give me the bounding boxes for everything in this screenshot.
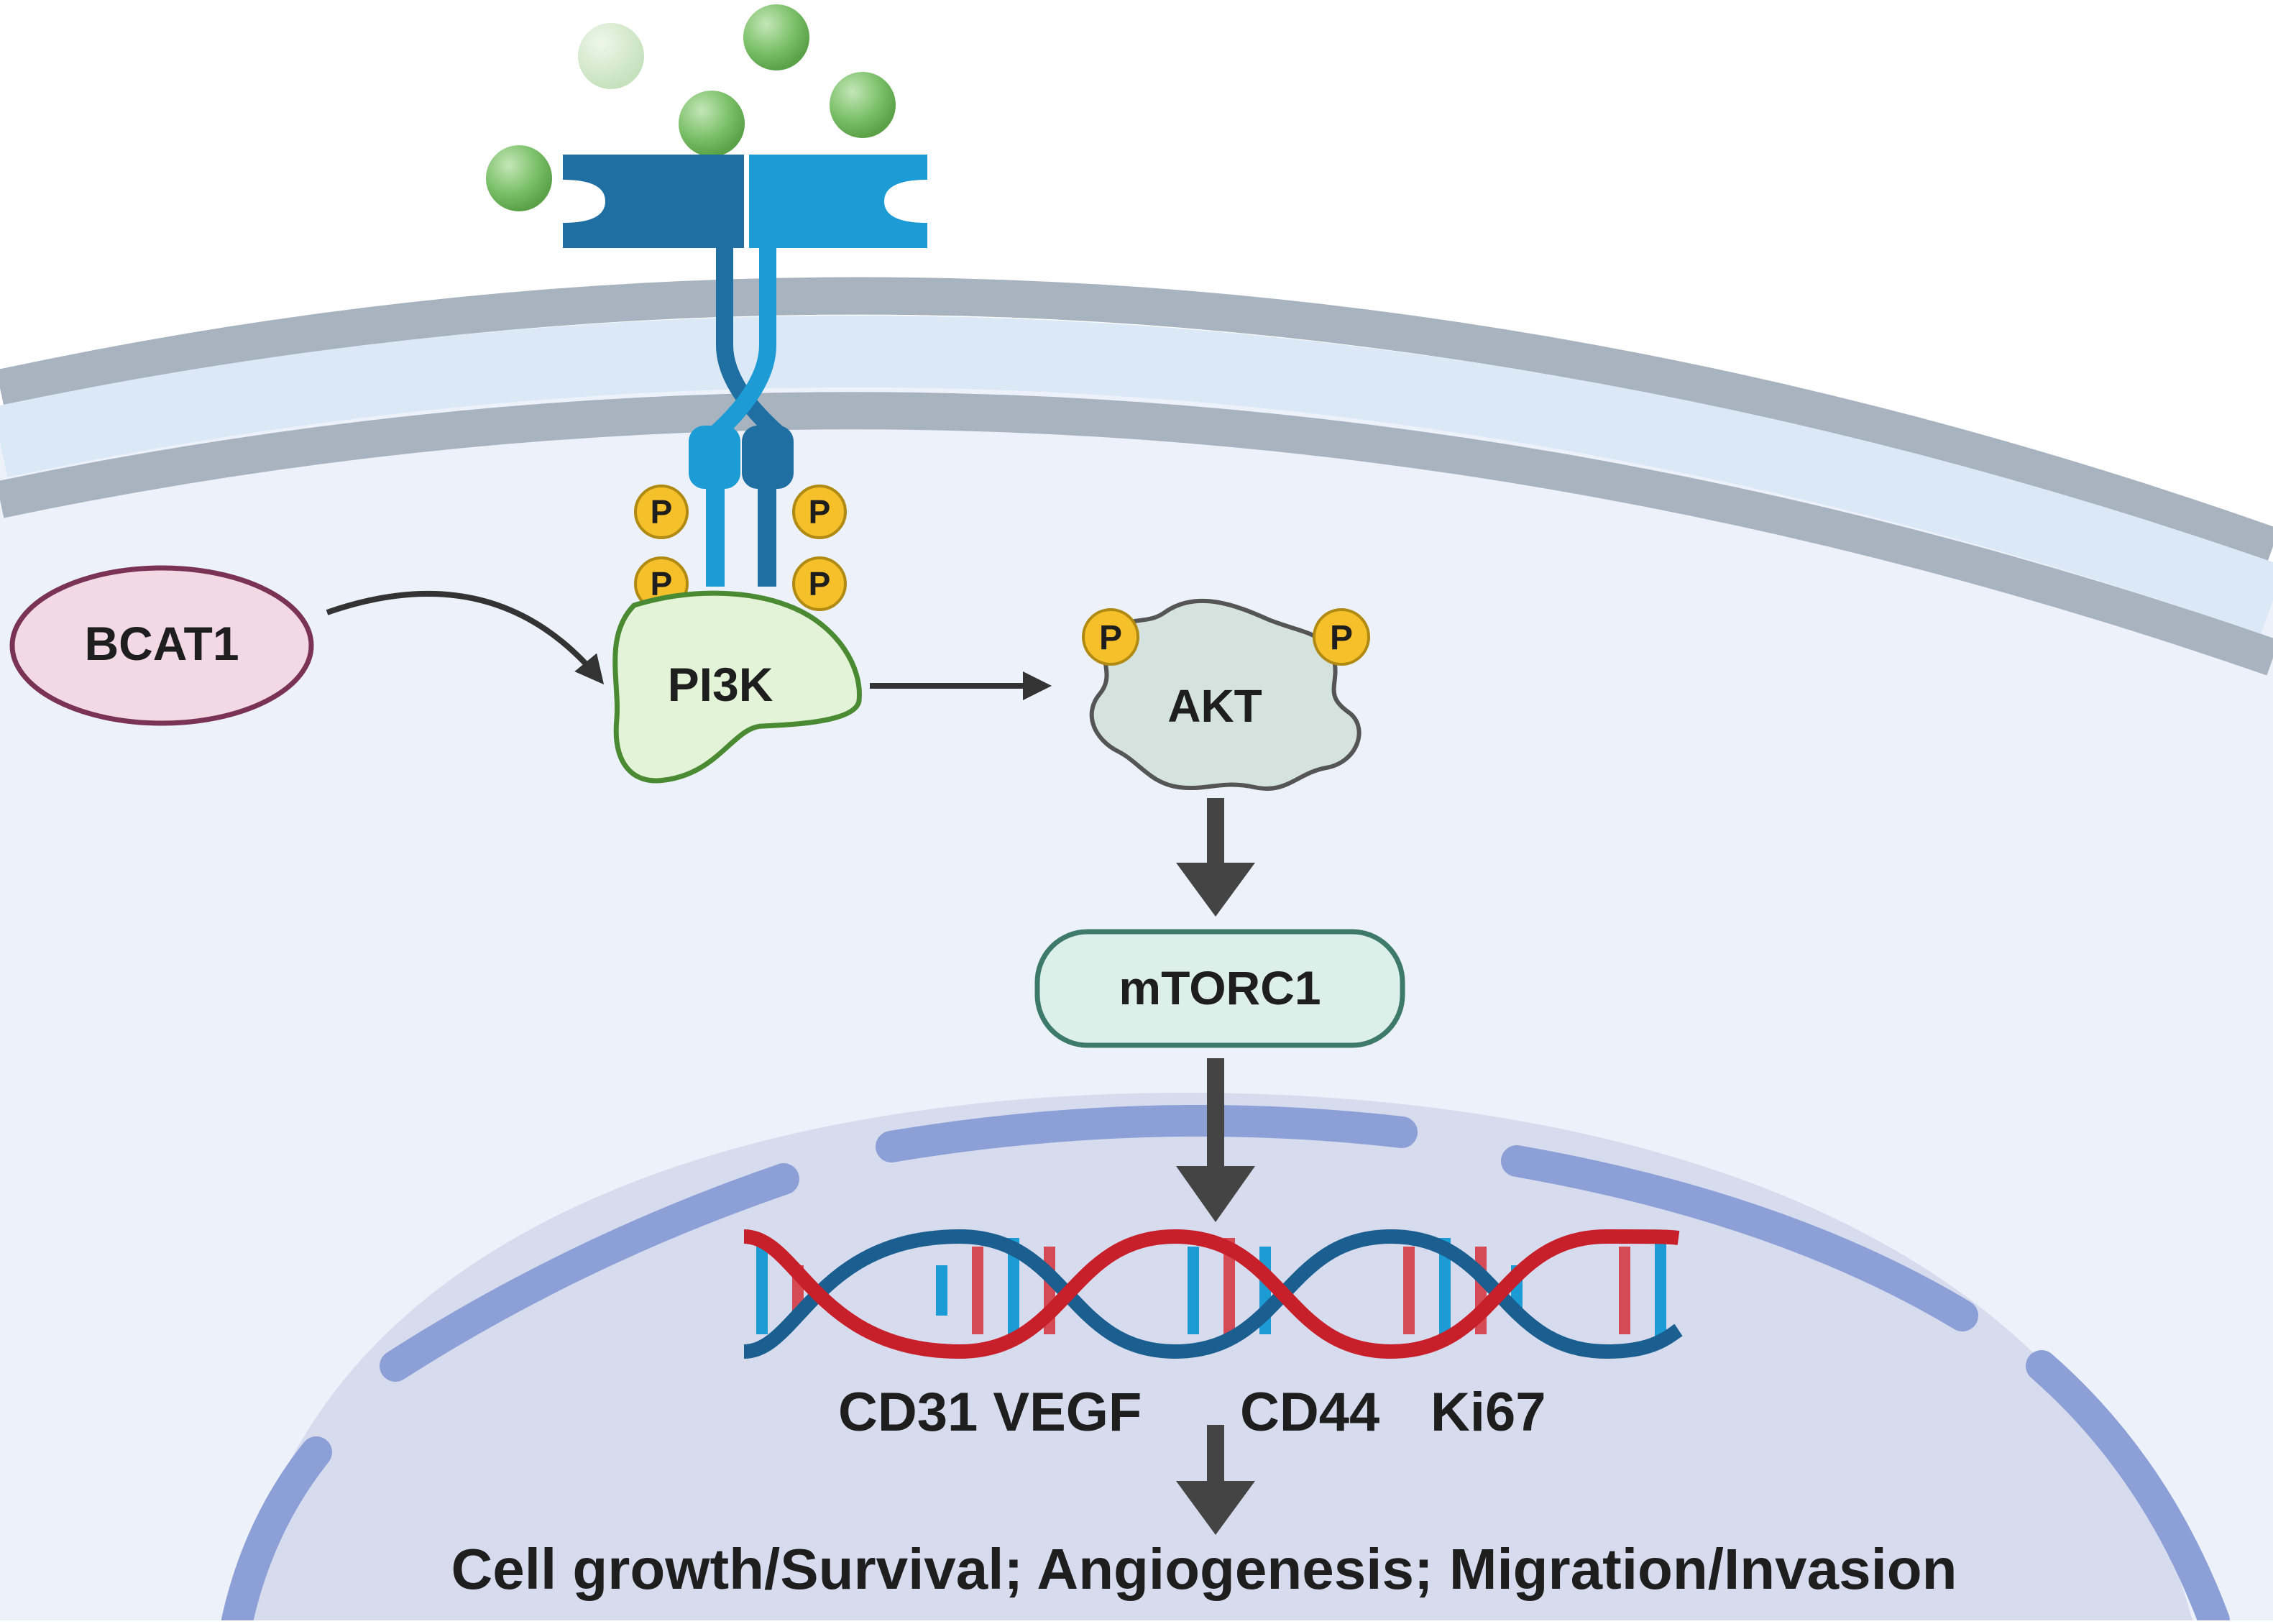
phosphate-label: P <box>809 565 831 602</box>
ligand-icon <box>679 91 745 157</box>
nuclear-envelope-segment <box>876 1105 1418 1162</box>
receptor-phosphates: P P P P <box>634 485 847 611</box>
mtorc1-label: mTORC1 <box>1119 961 1321 1014</box>
ligand-icon <box>743 4 809 70</box>
phosphate-label: P <box>809 493 831 531</box>
phosphate-label: P <box>1330 619 1353 657</box>
bcat1-node <box>9 565 314 726</box>
receptor-tyrosine-kinase <box>563 155 927 587</box>
dna-helix <box>743 1229 1683 1359</box>
membrane-inner-space <box>0 315 2273 635</box>
bcat1-to-pi3k-arrow <box>326 590 605 685</box>
phosphate-label: P <box>651 493 673 531</box>
phosphate-badge: P <box>792 556 847 611</box>
ligand-icon <box>486 145 552 211</box>
pi3k-node <box>612 590 862 784</box>
nucleus <box>237 1093 2192 1620</box>
bcat1-label: BCAT1 <box>84 617 239 670</box>
phosphate-badge: P <box>1313 608 1370 666</box>
receptor-right-tail <box>758 486 776 587</box>
receptor-right-kinase-domain <box>742 426 794 489</box>
gene-label-ki67: Ki67 <box>1431 1382 1546 1443</box>
mtorc1-to-dna-arrow <box>1176 1058 1255 1222</box>
gene-label-cd31-vegf: CD31 VEGF <box>838 1382 1142 1443</box>
nuclear-envelope <box>221 1105 2230 1624</box>
cellular-outcome-text: Cell growth/Survival; Angiogenesis; Migr… <box>451 1537 1957 1601</box>
pi3k-label: PI3K <box>668 658 773 711</box>
phosphate-badge: P <box>1082 608 1139 666</box>
gene-label-cd44: CD44 <box>1240 1382 1379 1443</box>
dna-strand-red <box>743 1229 1680 1359</box>
receptor-left-kinase-domain <box>689 426 740 489</box>
receptor-right-extracellular <box>749 155 927 248</box>
nuclear-envelope-segment <box>2026 1350 2230 1624</box>
membrane-inner-leaflet <box>0 392 2273 676</box>
phosphate-label: P <box>1099 619 1122 657</box>
phosphate-badge: P <box>634 485 689 539</box>
phosphate-badge: P <box>792 485 847 539</box>
nuclear-envelope-segment <box>221 1436 332 1624</box>
akt-to-mtorc1-arrow <box>1176 798 1255 917</box>
receptor-left-tail <box>706 486 725 587</box>
genes-to-outcome-arrow <box>1176 1425 1255 1535</box>
nuclear-envelope-segment <box>1501 1145 1978 1331</box>
akt-phosphates: P P <box>1082 608 1370 666</box>
akt-label: AKT <box>1167 680 1262 732</box>
membrane-outer-leaflet <box>0 277 2273 564</box>
ligand-icon <box>830 72 896 138</box>
growth-factor-ligands <box>486 4 896 211</box>
receptor-left-extracellular <box>563 155 744 248</box>
nuclear-envelope-segment <box>380 1163 799 1382</box>
mtorc1-node <box>1034 929 1405 1048</box>
ligand-icon <box>578 23 644 89</box>
dna-strand-blue <box>743 1229 1683 1359</box>
